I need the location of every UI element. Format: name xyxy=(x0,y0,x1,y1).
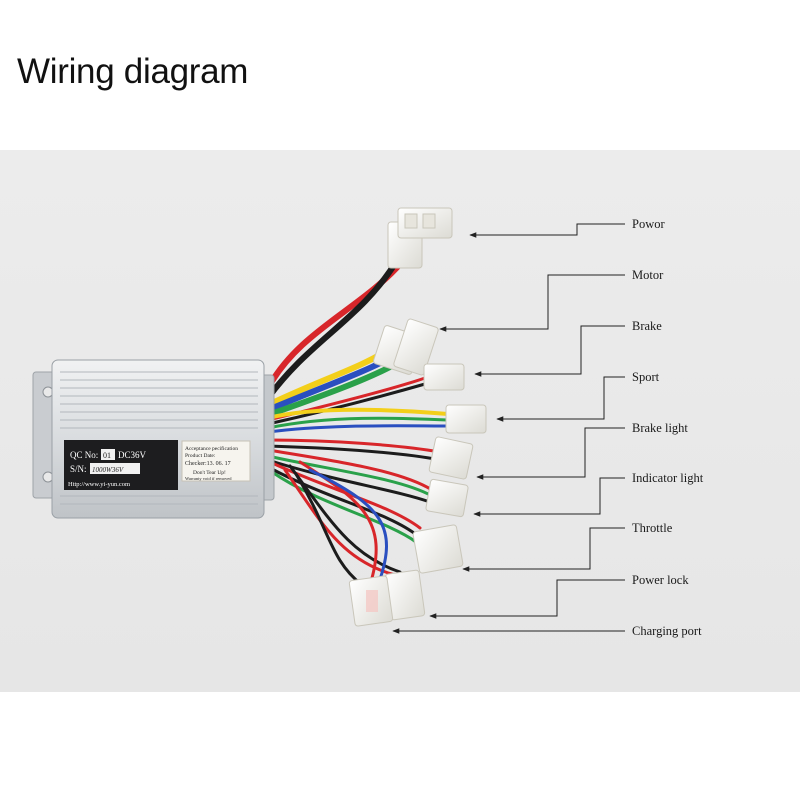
brake-light-connector xyxy=(428,436,474,480)
voltage-label: DC36V xyxy=(118,450,147,460)
wire-brakelight-black xyxy=(266,444,442,462)
label-brake-light: Brake light xyxy=(632,421,688,435)
brake-connector xyxy=(423,363,465,391)
sticker-line-2: Product Date: xyxy=(185,453,216,459)
pointer-motor xyxy=(439,274,625,332)
sticker-line-4: Don't Tear Up! xyxy=(193,470,226,476)
pointer-power-lock xyxy=(429,579,625,619)
label-indicator-light: Indicator light xyxy=(632,471,704,485)
wire-brakelight-red xyxy=(266,438,442,454)
pointer-throttle xyxy=(462,527,625,572)
acceptance-sticker xyxy=(181,440,251,482)
wire-bundle xyxy=(265,259,450,587)
pointer-sport xyxy=(496,376,625,422)
wire-indicator-red xyxy=(266,448,434,492)
label-sport: Sport xyxy=(632,370,660,384)
wire-sport-yellow xyxy=(266,407,450,420)
wire-power-black xyxy=(265,259,399,401)
indicator-connector xyxy=(425,478,469,518)
pointer-lines xyxy=(392,223,625,634)
controller-box: QC No: 01 DC36V S/N: 1000W36V Http://www… xyxy=(32,359,275,519)
sticker-line-1: Acceptance pecification xyxy=(185,445,238,452)
wire-sport-green xyxy=(266,416,450,430)
pointer-powor xyxy=(469,223,625,238)
motor-connector xyxy=(373,318,439,376)
sn-label: S/N: xyxy=(70,464,87,474)
sticker-line-3: Checker:13. 06. 17 xyxy=(185,461,231,467)
sticker-line-5: Warranty void if removed xyxy=(185,476,232,481)
label-powor: Powor xyxy=(632,217,665,231)
labels: Powor Motor Brake Sport Brake light Indi… xyxy=(632,217,704,638)
wire-powerlock-red xyxy=(283,468,397,577)
wire-indicator-green xyxy=(266,454,434,498)
label-power-lock: Power lock xyxy=(632,573,689,587)
qc-value: 01 xyxy=(103,451,111,460)
throttle-connector xyxy=(412,524,464,574)
wire-charge-black xyxy=(294,472,364,587)
sn-value: 1000W36V xyxy=(92,466,124,474)
power-connector xyxy=(387,207,453,269)
wire-sport-blue xyxy=(266,424,450,434)
charging-port-connector xyxy=(348,575,394,627)
connectors xyxy=(348,207,487,627)
manufacturer-url: Http://www.yi-yun.com xyxy=(68,481,130,488)
wire-throttle-green xyxy=(270,470,418,544)
label-throttle: Throttle xyxy=(632,521,673,535)
label-brake: Brake xyxy=(632,319,662,333)
pointer-brake-light xyxy=(476,427,625,480)
wire-motor-green xyxy=(265,363,395,418)
pointer-brake xyxy=(474,325,625,377)
pointer-indicator-light xyxy=(473,477,625,517)
wire-charge-blue xyxy=(308,468,388,587)
label-charging-port: Charging port xyxy=(632,624,702,638)
diagram-title: Wiring diagram xyxy=(17,52,249,91)
label-motor: Motor xyxy=(632,268,664,282)
sport-connector xyxy=(445,404,487,434)
wire-brake-black xyxy=(266,382,427,426)
qc-label: QC No: xyxy=(70,450,98,460)
